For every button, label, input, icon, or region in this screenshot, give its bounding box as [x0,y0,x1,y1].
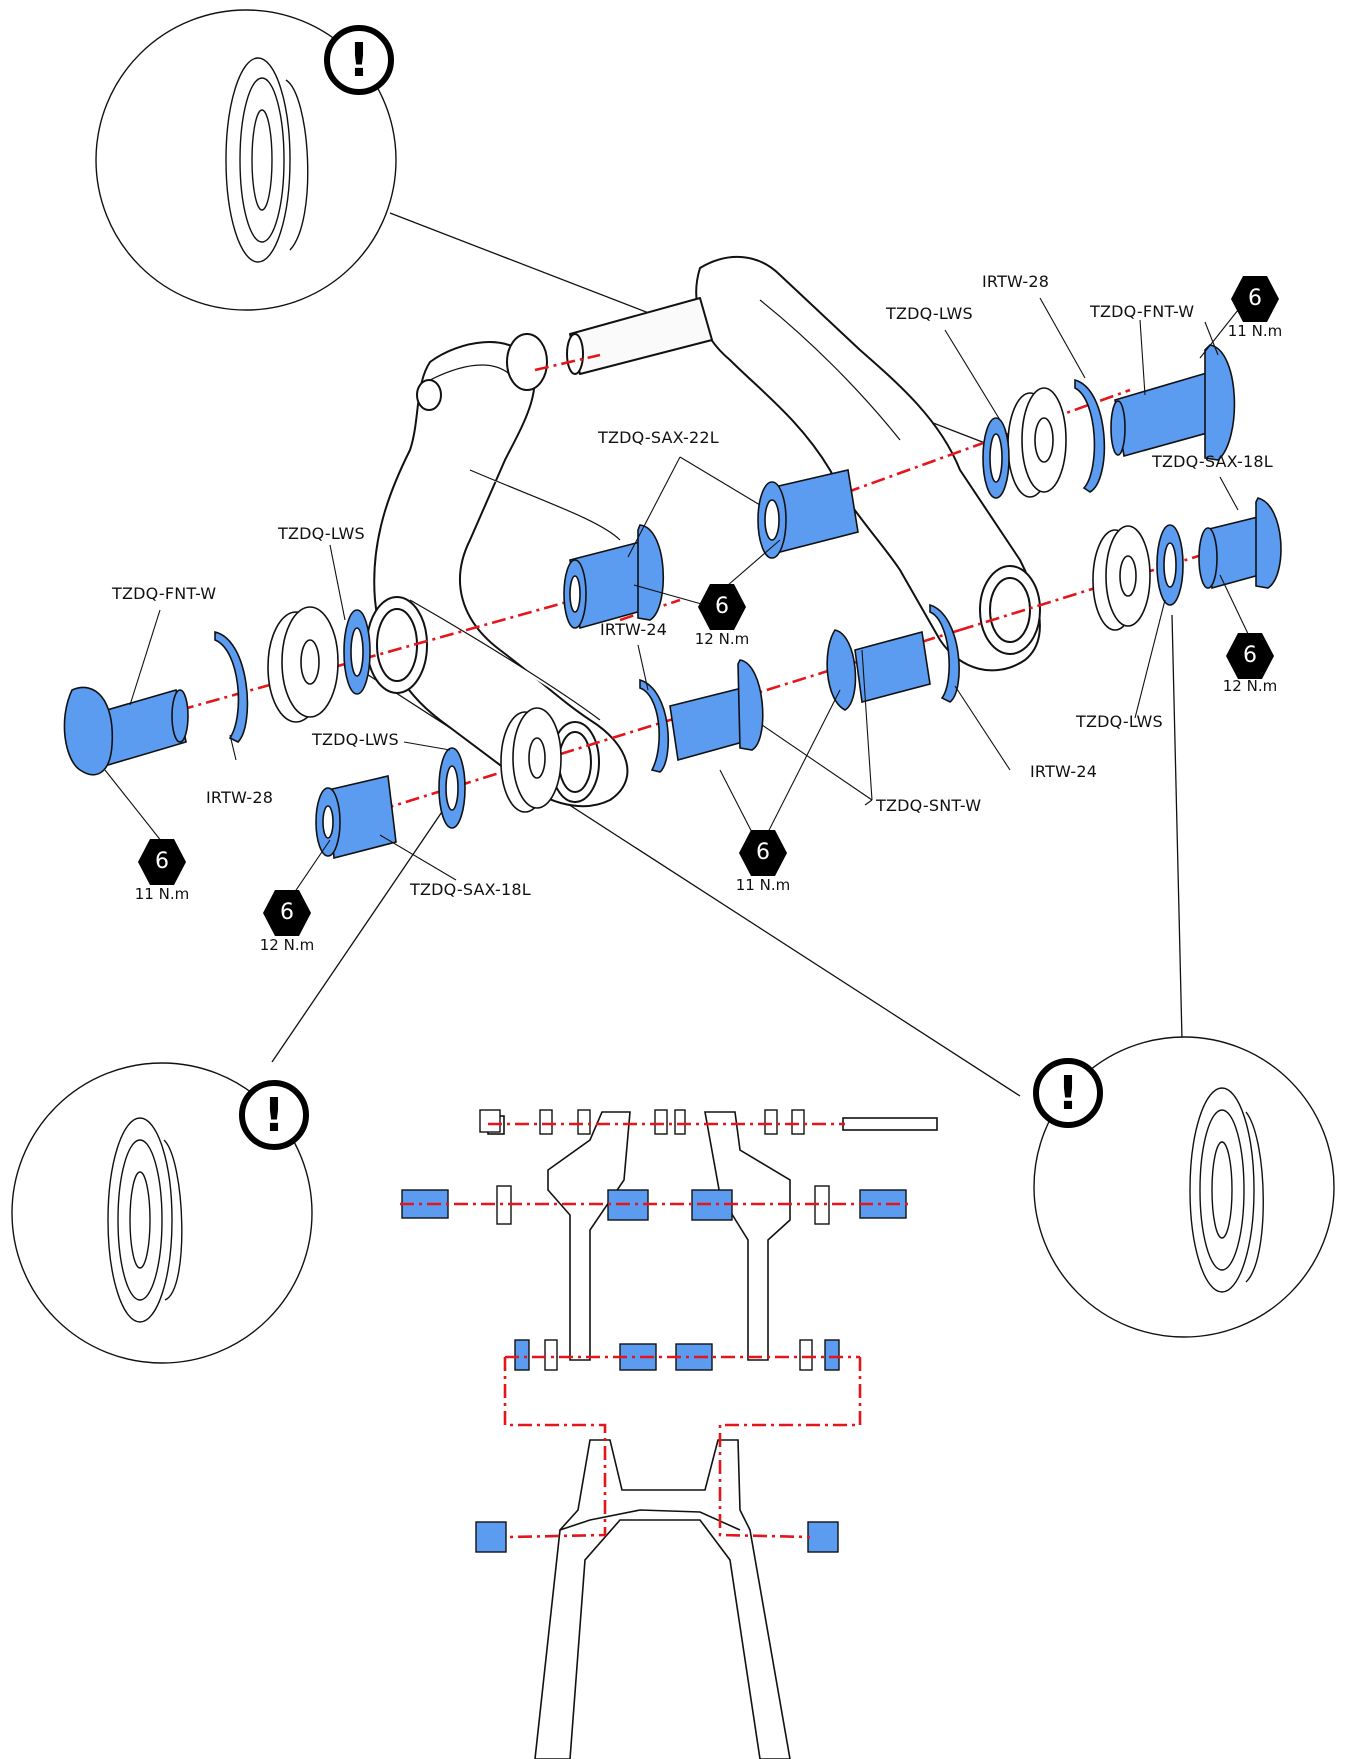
low-left-hardware [315,707,562,860]
hex-key-icon: 6 [1230,274,1280,324]
torque-value: 11 N.m [134,885,190,903]
hex-size: 6 [1243,643,1257,668]
center-lower-hardware [639,603,960,773]
hex-size: 6 [756,840,770,865]
hex-key-icon: 6 [1225,631,1275,681]
hex-key-icon: 6 [262,888,312,938]
label-irtw28-top: IRTW-28 [982,272,1050,291]
warning-mark: ! [348,33,370,87]
label-sax22l: TZDQ-SAX-22L [598,428,719,447]
torque-value: 12 N.m [1222,677,1278,695]
warning-icon: ! [323,24,395,96]
label-irtw28-left: IRTW-28 [206,788,274,807]
hex-key-icon: 6 [738,828,788,878]
sax22l-left-sleeve [563,524,665,630]
overview-axes [400,1122,910,1539]
detail-circle-bottom-left [11,1062,313,1364]
overview-parts [401,1109,907,1553]
label-sax18l-right: TZDQ-SAX-18L [1152,452,1273,471]
label-snt-w: TZDQ-SNT-W [876,796,982,815]
hex-key-icon: 6 [137,837,187,887]
label-lws-top: TZDQ-LWS [886,304,973,323]
warning-icon: ! [1032,1057,1104,1129]
torque-value: 12 N.m [694,630,750,648]
hex-size: 6 [155,849,169,874]
label-lws-left: TZDQ-LWS [278,524,365,543]
warning-mark: ! [263,1088,285,1142]
hex-size: 6 [280,900,294,925]
rocker-link [366,255,1041,808]
label-fntw-left: TZDQ-FNT-W [112,584,217,603]
label-sax18l-low: TZDQ-SAX-18L [410,880,531,899]
right-lower-hardware [1092,497,1282,631]
hex-size: 6 [1248,286,1262,311]
torque-value: 11 N.m [1227,322,1283,340]
torque-value: 11 N.m [735,876,791,894]
left-hardware [63,606,371,776]
warning-mark: ! [1057,1066,1079,1120]
label-irtw24-right: IRTW-24 [1030,762,1098,781]
hex-size: 6 [715,594,729,619]
label-lws-low: TZDQ-LWS [312,730,399,749]
label-fntw-right: TZDQ-FNT-W [1090,302,1195,321]
sax22l-sleeve [757,469,859,559]
top-right-hardware [982,344,1236,499]
tool-pointer-lines [104,304,1251,903]
detail-circle-top-left [95,9,397,311]
hex-key-icon: 6 [697,582,747,632]
label-leaders [129,297,1239,881]
warning-icon: ! [238,1079,310,1151]
label-irtw24-mid: IRTW-24 [600,620,668,639]
label-lws-right: TZDQ-LWS [1076,712,1163,731]
detail-circle-bottom-right [1033,1036,1335,1338]
overview-diagram [487,1111,938,1759]
torque-value: 12 N.m [259,936,315,954]
